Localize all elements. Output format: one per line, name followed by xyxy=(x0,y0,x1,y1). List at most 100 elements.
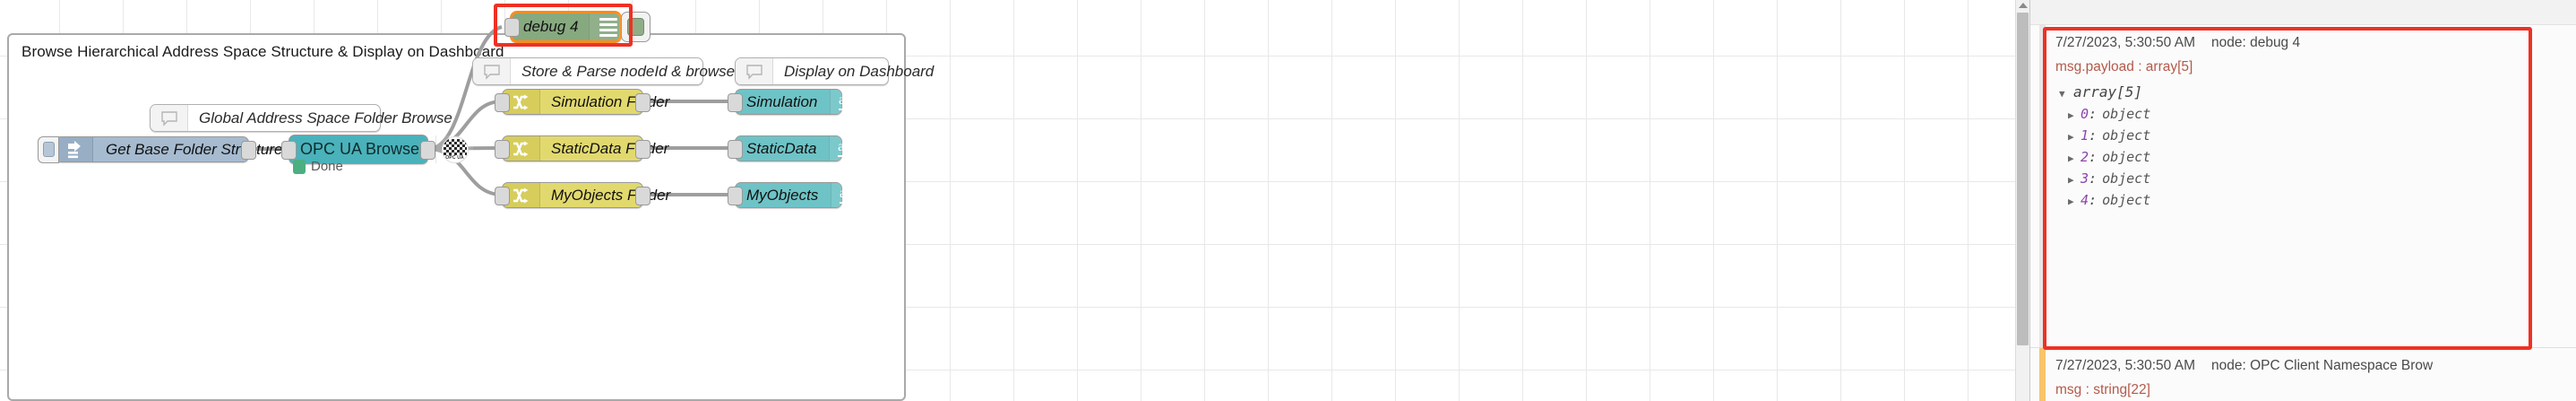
expand-toggle-icon[interactable]: ▶ xyxy=(2068,109,2074,121)
node-staticdata-folder[interactable]: StaticData Folder xyxy=(495,135,668,161)
port-in-myobjects[interactable] xyxy=(728,186,743,205)
debug-tree-item-type: object xyxy=(2102,127,2151,144)
debug-tree-item-sep: : xyxy=(2089,127,2098,144)
flow-group-label: Browse Hierarchical Address Space Struct… xyxy=(22,43,504,60)
debug-tree-item[interactable]: ▶ 0 : object xyxy=(2068,104,2563,126)
debug-tree-item[interactable]: ▶ 2 : object xyxy=(2068,147,2563,169)
port-in-debug-4[interactable] xyxy=(504,18,520,37)
debug-message-header: 7/27/2023, 5:30:50 AM node: debug 4 xyxy=(2055,35,2563,51)
expand-toggle-icon[interactable]: ▶ xyxy=(2068,153,2074,164)
debug-sidebar-header xyxy=(2030,0,2576,25)
debug-tree-item[interactable]: ▶ 4 : object xyxy=(2068,190,2563,212)
opc-ua-icon: OPC UA xyxy=(435,135,474,163)
debug-tree-item-key: 0 xyxy=(2081,106,2089,122)
debug-tree-root-label: array[5] xyxy=(2073,83,2143,100)
node-opcua-status: Done xyxy=(293,159,343,174)
node-ui-text-simulation[interactable]: Simulation abc xyxy=(728,89,868,115)
debug-tree-item-type: object xyxy=(2102,192,2151,208)
comment-label: Store & Parse nodeId & browseName xyxy=(521,62,776,80)
debug-tree-item-type: object xyxy=(2102,170,2151,187)
debug-message[interactable]: 7/27/2023, 5:30:50 AM node: debug 4 msg.p… xyxy=(2030,25,2576,348)
debug-timestamp: 7/27/2023, 5:30:50 AM xyxy=(2055,358,2195,373)
debug-payload-tree[interactable]: ▼ array[5] ▶ 0 : object ▶ 1 : object ▶ xyxy=(2055,83,2563,212)
abc-icon: abc xyxy=(830,90,868,114)
node-opc-ua-browser[interactable]: OPC UA Browser OPC UA xyxy=(281,135,474,164)
debug-icon xyxy=(589,13,627,40)
debug-tree-item-key: 2 xyxy=(2081,149,2089,165)
abc-icon-text: abc xyxy=(839,186,861,204)
port-in-opcua[interactable] xyxy=(281,140,297,160)
debug-node-ref: node: debug 4 xyxy=(2210,35,2301,50)
debug-tree-item-key: 4 xyxy=(2081,192,2089,208)
port-out-myobjects-folder[interactable] xyxy=(635,186,650,205)
opc-ua-badge: OPC UA xyxy=(441,135,469,163)
port-out-inject[interactable] xyxy=(241,140,256,160)
expand-toggle-icon[interactable]: ▶ xyxy=(2068,196,2074,207)
node-opcua-label: OPC UA Browser xyxy=(300,140,426,158)
inject-icon xyxy=(56,137,93,161)
flow-canvas[interactable]: Browse Hierarchical Address Space Struct… xyxy=(0,0,2029,401)
inject-label-text: Get Base Folder Structure xyxy=(106,140,283,158)
node-simulation-folder[interactable]: Simulation Folder xyxy=(495,89,669,115)
port-in-simulation-folder[interactable] xyxy=(495,92,510,112)
node-label: StaticData Folder xyxy=(551,139,669,157)
node-myobjects-folder[interactable]: MyObjects Folder xyxy=(495,182,670,208)
debug-tree-item-sep: : xyxy=(2089,192,2098,208)
debug-topic: msg : string[22] xyxy=(2055,382,2150,397)
comment-label: Display on Dashboard xyxy=(784,62,935,80)
expand-toggle-icon[interactable]: ▶ xyxy=(2068,174,2074,186)
debug-node-ref: node: OPC Client Namespace Brow xyxy=(2210,358,2434,373)
port-out-opcua[interactable] xyxy=(420,140,435,160)
node-ui-text-myobjects[interactable]: MyObjects abc xyxy=(728,182,869,208)
abc-icon-text: abc xyxy=(839,92,860,110)
debug-topic: msg.payload : array[5] xyxy=(2055,59,2193,74)
expand-toggle-icon[interactable]: ▶ xyxy=(2068,131,2074,143)
debug-tree-item[interactable]: ▶ 3 : object xyxy=(2068,169,2563,190)
expand-toggle-icon[interactable]: ▼ xyxy=(2059,88,2065,100)
scroll-up-arrow-icon[interactable] xyxy=(2018,3,2028,8)
debug-sidebar[interactable]: 7/27/2023, 5:30:50 AM node: debug 4 msg.p… xyxy=(2029,0,2576,401)
abc-icon: abc xyxy=(831,183,869,207)
node-label: Simulation Folder xyxy=(551,92,670,110)
comment-label: Global Address Space Folder Browse xyxy=(199,109,452,126)
node-label: StaticData xyxy=(746,139,817,157)
debug-timestamp: 7/27/2023, 5:30:50 AM xyxy=(2055,35,2195,50)
inject-trigger-button[interactable] xyxy=(38,135,59,163)
comment-store-parse-nodeid-browsename[interactable]: Store & Parse nodeId & browseName xyxy=(472,57,775,85)
comment-global-address-space-folder-browse[interactable]: Global Address Space Folder Browse xyxy=(150,104,452,132)
node-ui-text-staticdata[interactable]: StaticData abc xyxy=(728,135,867,161)
node-label: MyObjects Folder xyxy=(551,186,671,204)
comment-icon xyxy=(473,58,511,84)
port-in-staticdata-folder[interactable] xyxy=(495,139,510,159)
debug-tree-item-sep: : xyxy=(2089,106,2098,122)
debug-tree-item-sep: : xyxy=(2089,170,2098,187)
opc-ua-badge-text: OPC UA xyxy=(445,154,464,161)
status-text: Done xyxy=(311,159,343,174)
comment-icon xyxy=(151,105,188,131)
port-out-staticdata-folder[interactable] xyxy=(635,139,650,159)
node-debug-4-label: debug 4 xyxy=(523,18,579,35)
debug-message-header: 7/27/2023, 5:30:50 AM node: OPC Client Na… xyxy=(2055,358,2563,374)
debug-tree-item-type: object xyxy=(2102,106,2151,122)
port-in-staticdata[interactable] xyxy=(728,139,743,159)
debug-enable-toggle[interactable] xyxy=(621,12,650,42)
port-in-myobjects-folder[interactable] xyxy=(495,186,510,205)
debug-message[interactable]: 7/27/2023, 5:30:50 AM node: OPC Client Na… xyxy=(2030,348,2576,401)
scrollbar-thumb[interactable] xyxy=(2017,13,2029,345)
canvas-vertical-scrollbar[interactable] xyxy=(2015,0,2029,401)
port-in-simulation[interactable] xyxy=(728,92,743,112)
comment-display-on-dashboard[interactable]: Display on Dashboard xyxy=(735,57,934,85)
debug-tree-item-sep: : xyxy=(2089,149,2098,165)
node-debug-4[interactable]: debug 4 xyxy=(504,11,650,43)
debug-tree-item-key: 3 xyxy=(2081,170,2089,187)
debug-tree-item[interactable]: ▶ 1 : object xyxy=(2068,126,2563,147)
node-label: Get Base Folder Structure1 xyxy=(93,137,303,161)
debug-tree-root[interactable]: ▼ array[5] xyxy=(2059,83,2563,104)
comment-icon xyxy=(736,58,773,84)
node-label: Simulation xyxy=(746,92,818,110)
node-label: MyObjects xyxy=(746,186,819,204)
abc-icon: abc xyxy=(829,136,867,161)
port-out-simulation-folder[interactable] xyxy=(635,92,650,112)
node-get-base-folder-structure[interactable]: Get Base Folder Structure1 xyxy=(38,135,292,163)
